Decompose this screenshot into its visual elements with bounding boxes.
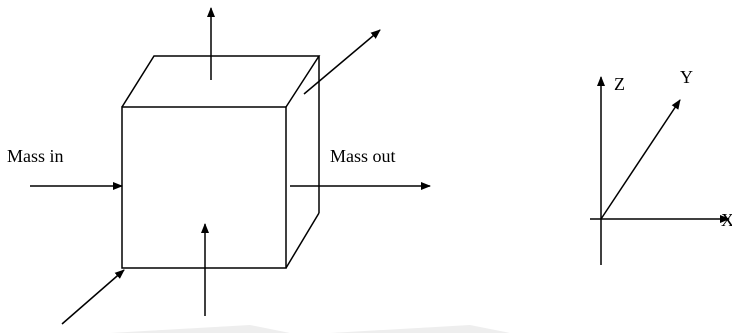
cube-top-face	[121, 55, 321, 108]
arrow-diagonal-out	[303, 29, 381, 95]
flow-arrows	[30, 7, 431, 325]
mass-in-label: Mass in	[7, 146, 64, 166]
watermark	[110, 325, 510, 333]
control-volume-cube	[121, 55, 321, 269]
cube-front-face	[121, 106, 287, 269]
mass-out-label: Mass out	[330, 146, 396, 166]
cube-bottom-right-edge	[285, 212, 320, 269]
axis-y-label: Y	[680, 67, 693, 87]
axis-y-line	[600, 99, 681, 220]
arrow-diagonal-in	[61, 269, 125, 325]
axis-z-label: Z	[614, 74, 625, 94]
axis-x-label: X	[721, 210, 732, 230]
coordinate-axes	[590, 76, 730, 265]
